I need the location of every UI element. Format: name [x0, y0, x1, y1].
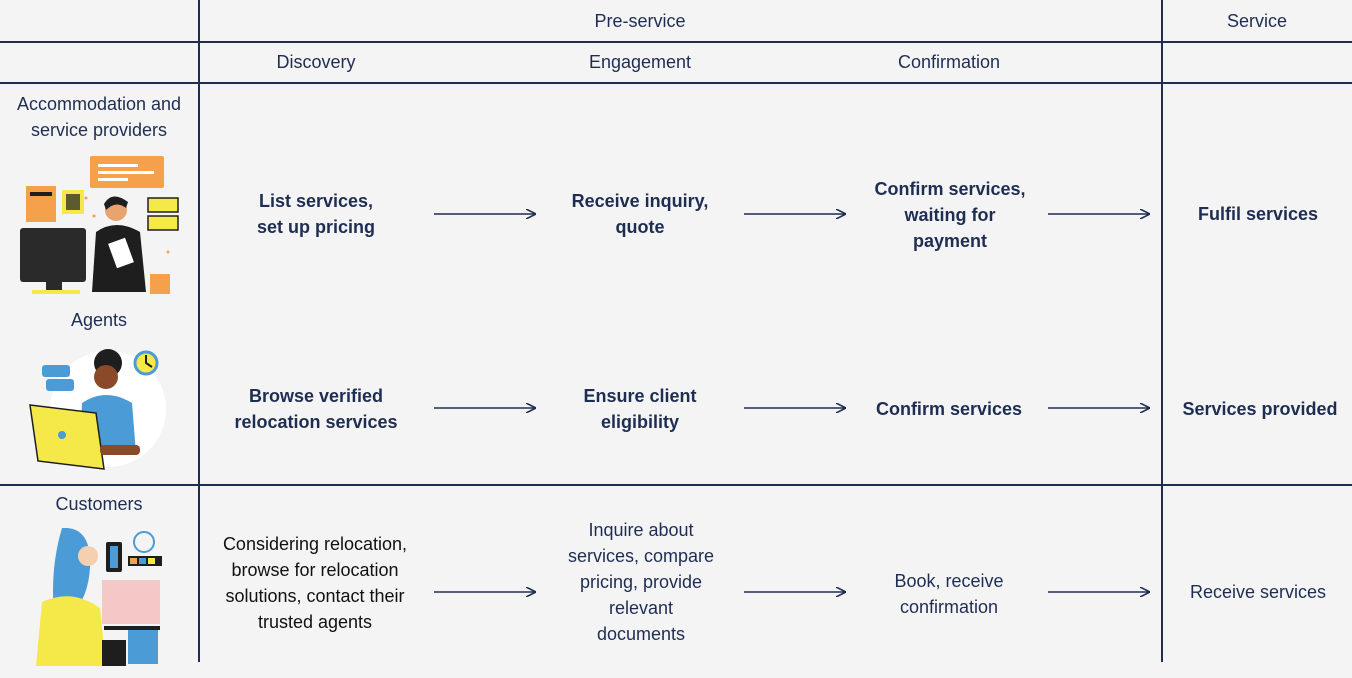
- customers-discovery: Considering relocation, browse for reloc…: [222, 534, 408, 632]
- header-divider-bottom: [0, 82, 1352, 84]
- customers-confirmation: Book, receive confirmation: [894, 571, 1004, 617]
- phase-service: Service: [1226, 11, 1288, 31]
- providers-confirmation: Confirm services, waiting for payment: [874, 179, 1026, 251]
- providers-engagement: Receive inquiry, quote: [571, 191, 709, 237]
- stage-engagement: Engagement: [588, 52, 692, 72]
- providers-service: Fulfil services: [1197, 204, 1319, 224]
- service-column-divider: [1161, 0, 1163, 662]
- customers-engagement: Inquire about services, compare pricing,…: [567, 520, 715, 644]
- actor-agents: Agents: [70, 310, 128, 330]
- agents-discovery: Browse verified relocation services: [234, 386, 398, 432]
- agents-service: Services provided: [1182, 399, 1338, 419]
- actor-customers: Customers: [55, 494, 143, 514]
- agents-confirmation: Confirm services: [875, 399, 1023, 419]
- stage-confirmation: Confirmation: [897, 52, 1001, 72]
- agents-engagement: Ensure client eligibility: [583, 386, 697, 432]
- customers-service: Receive services: [1189, 582, 1327, 602]
- providers-discovery: List services, set up pricing: [256, 191, 375, 237]
- actor-providers: Accommodation and service providers: [16, 94, 182, 140]
- row-divider-customers: [0, 484, 1352, 486]
- header-divider-top: [0, 41, 1352, 43]
- stage-discovery: Discovery: [276, 52, 356, 72]
- actor-column-divider: [198, 0, 200, 662]
- customer-phone-illustration: [36, 528, 162, 666]
- phase-pre-service: Pre-service: [594, 11, 686, 31]
- provider-workstation-illustration: [20, 156, 179, 294]
- agent-laptop-illustration: [29, 349, 166, 470]
